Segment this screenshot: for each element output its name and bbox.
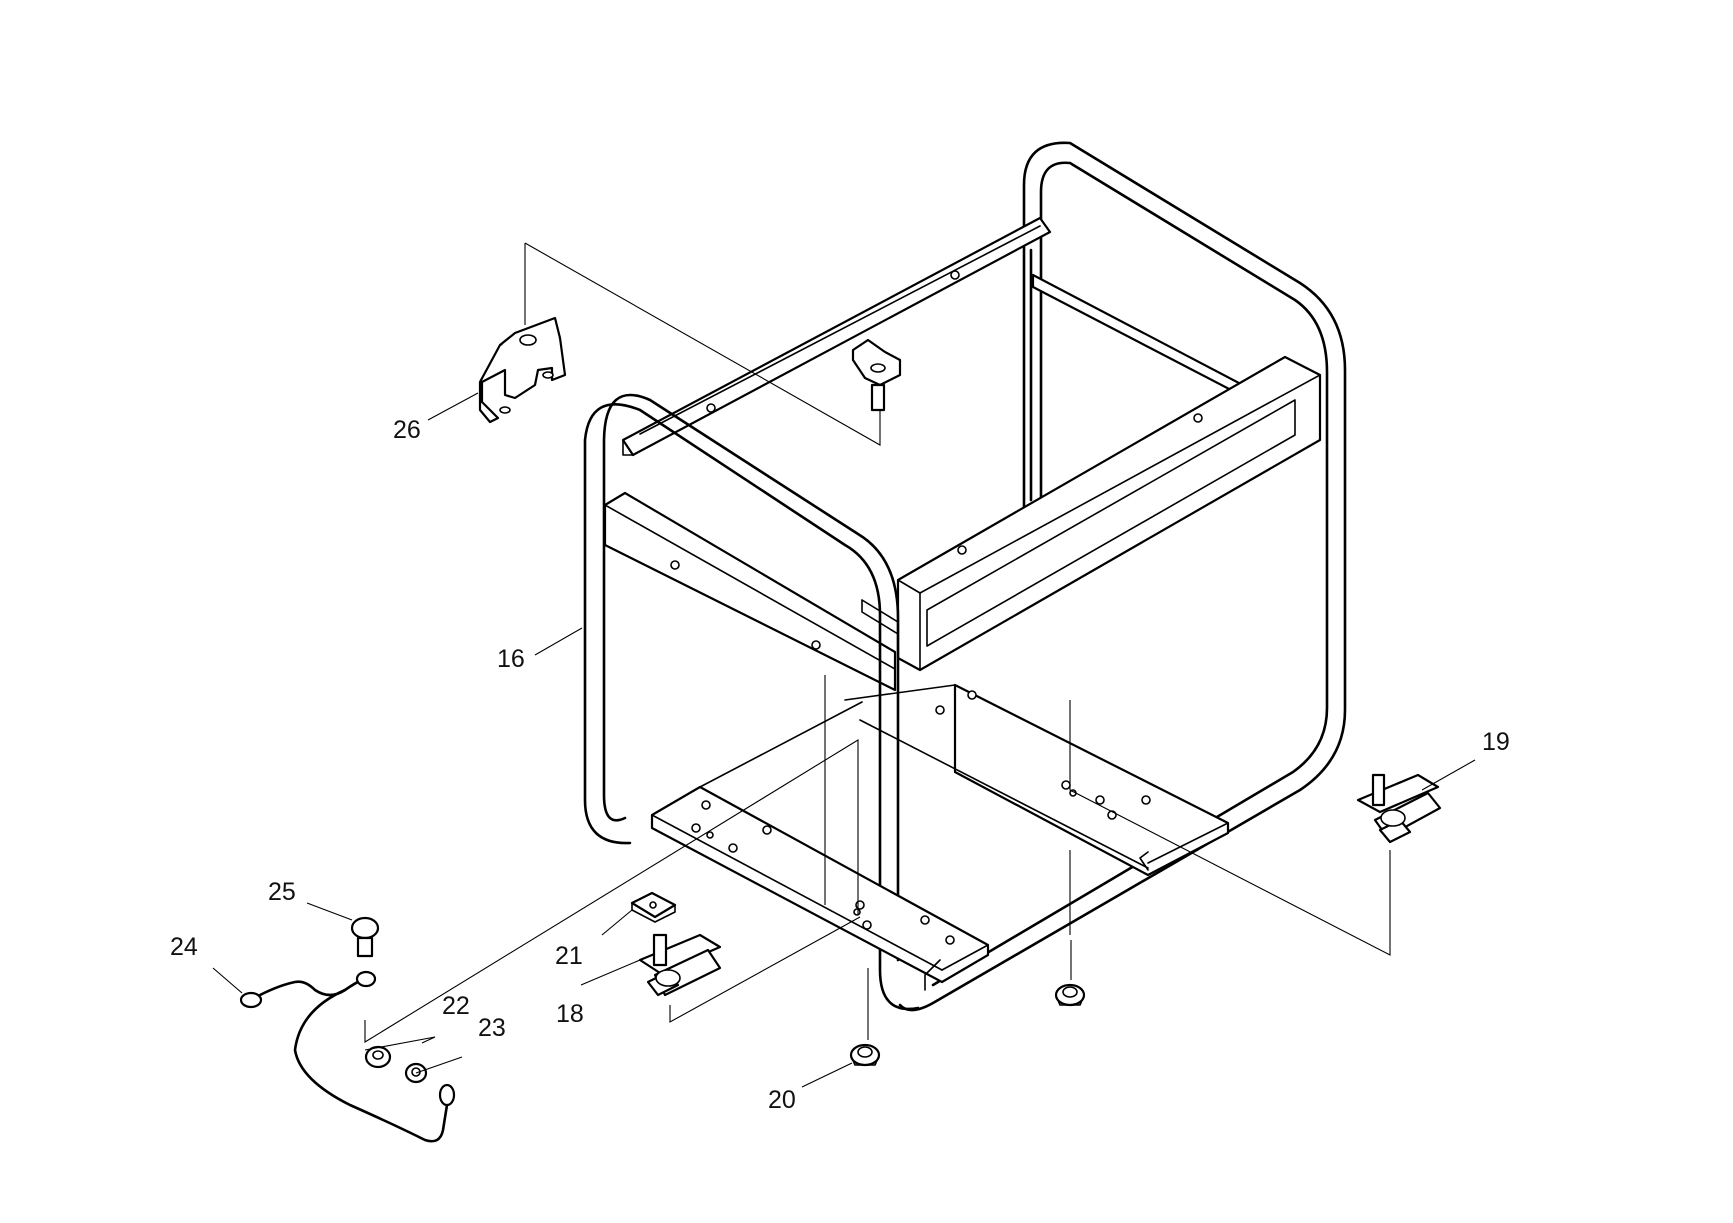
callout-24: 24 — [170, 933, 198, 961]
callout-22: 22 — [442, 992, 470, 1020]
leader-lines — [212, 242, 1476, 1088]
frame-bolt-holes — [670, 270, 1203, 945]
callout-labels: 16 18 19 20 21 22 23 24 25 26 — [170, 416, 1510, 1114]
rear-top-rail — [621, 216, 1052, 457]
vibration-mount-left — [638, 933, 722, 997]
rail-bracket — [851, 338, 902, 412]
callout-21: 21 — [555, 942, 583, 970]
left-front-crossbar — [603, 491, 897, 692]
callout-26: 26 — [393, 416, 421, 444]
washer-plate — [630, 891, 677, 923]
rear-tube-loop — [898, 141, 1347, 1012]
callout-25: 25 — [268, 878, 296, 906]
flange-nut-20 — [849, 1043, 881, 1067]
bolt-25 — [350, 916, 380, 958]
callout-23: 23 — [478, 1014, 506, 1042]
frame-assembly — [583, 141, 1347, 1012]
vibration-mount-right — [1356, 773, 1442, 844]
callout-20: 20 — [768, 1086, 796, 1114]
callout-16: 16 — [497, 645, 525, 673]
hex-nut-22 — [364, 1045, 392, 1069]
ground-wire — [239, 970, 456, 1143]
engine-bracket — [478, 316, 567, 424]
callout-19: 19 — [1482, 728, 1510, 756]
front-tube-loop — [583, 403, 920, 1011]
flange-nut-rear — [1054, 983, 1086, 1007]
right-front-crossbar — [896, 355, 1322, 672]
callout-18: 18 — [556, 1000, 584, 1028]
